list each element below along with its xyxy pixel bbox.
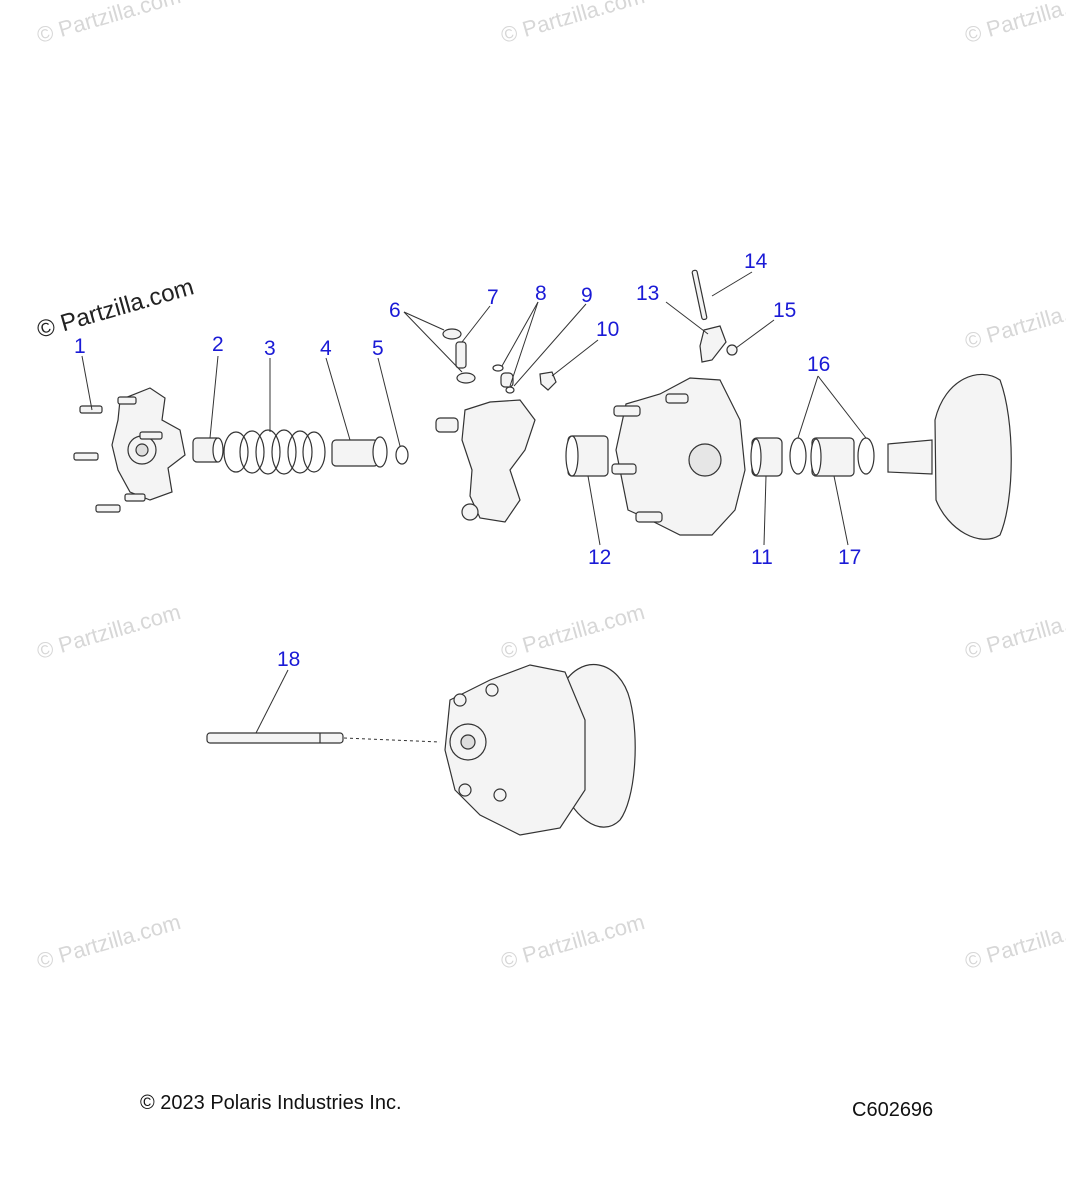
bushing-part: [192, 437, 224, 463]
spider-assembly-part: [73, 387, 186, 513]
callout-5: 5: [372, 337, 384, 360]
callout-2: 2: [212, 333, 224, 356]
roller-washer-part: [492, 364, 557, 394]
callout-6: 6: [389, 299, 401, 322]
flyweight-part: [691, 269, 738, 363]
callout-1: 1: [74, 335, 86, 358]
callout-3: 3: [264, 337, 276, 360]
fixed-sheave-part: [887, 373, 1012, 540]
retaining-ring-part: [857, 437, 875, 475]
callout-16: 16: [807, 353, 831, 376]
callout-4: 4: [320, 337, 332, 360]
callout-11: 11: [751, 546, 773, 569]
leader-lines: [81, 271, 867, 734]
callout-8: 8: [535, 282, 547, 305]
spacer-sleeve-part: [331, 436, 388, 468]
callout-10: 10: [596, 318, 620, 341]
callout-17: 17: [838, 546, 862, 569]
bearing-part: [750, 437, 783, 477]
assembly-line: [343, 737, 441, 743]
copyright-text: © 2023 Polaris Industries Inc.: [140, 1092, 402, 1114]
spring-part: [223, 429, 326, 475]
assembled-clutch-part: [444, 663, 636, 836]
diagram-code: C602696: [852, 1099, 934, 1121]
callout-9: 9: [581, 284, 593, 307]
large-bushing-part: [565, 435, 609, 477]
button-pin-part: [442, 328, 476, 384]
callout-13: 13: [636, 282, 660, 305]
long-bolt-part: [206, 732, 344, 744]
callout-18: 18: [277, 648, 301, 671]
roller-bracket-part: [435, 399, 536, 523]
moveable-sheave-part: [611, 377, 746, 536]
callout-7: 7: [487, 286, 499, 309]
retaining-ring-part: [789, 437, 807, 475]
o-ring-part: [395, 445, 409, 465]
spacer-part: [810, 437, 855, 477]
callout-15: 15: [773, 299, 797, 322]
callout-12: 12: [588, 546, 612, 569]
callout-14: 14: [744, 250, 768, 273]
